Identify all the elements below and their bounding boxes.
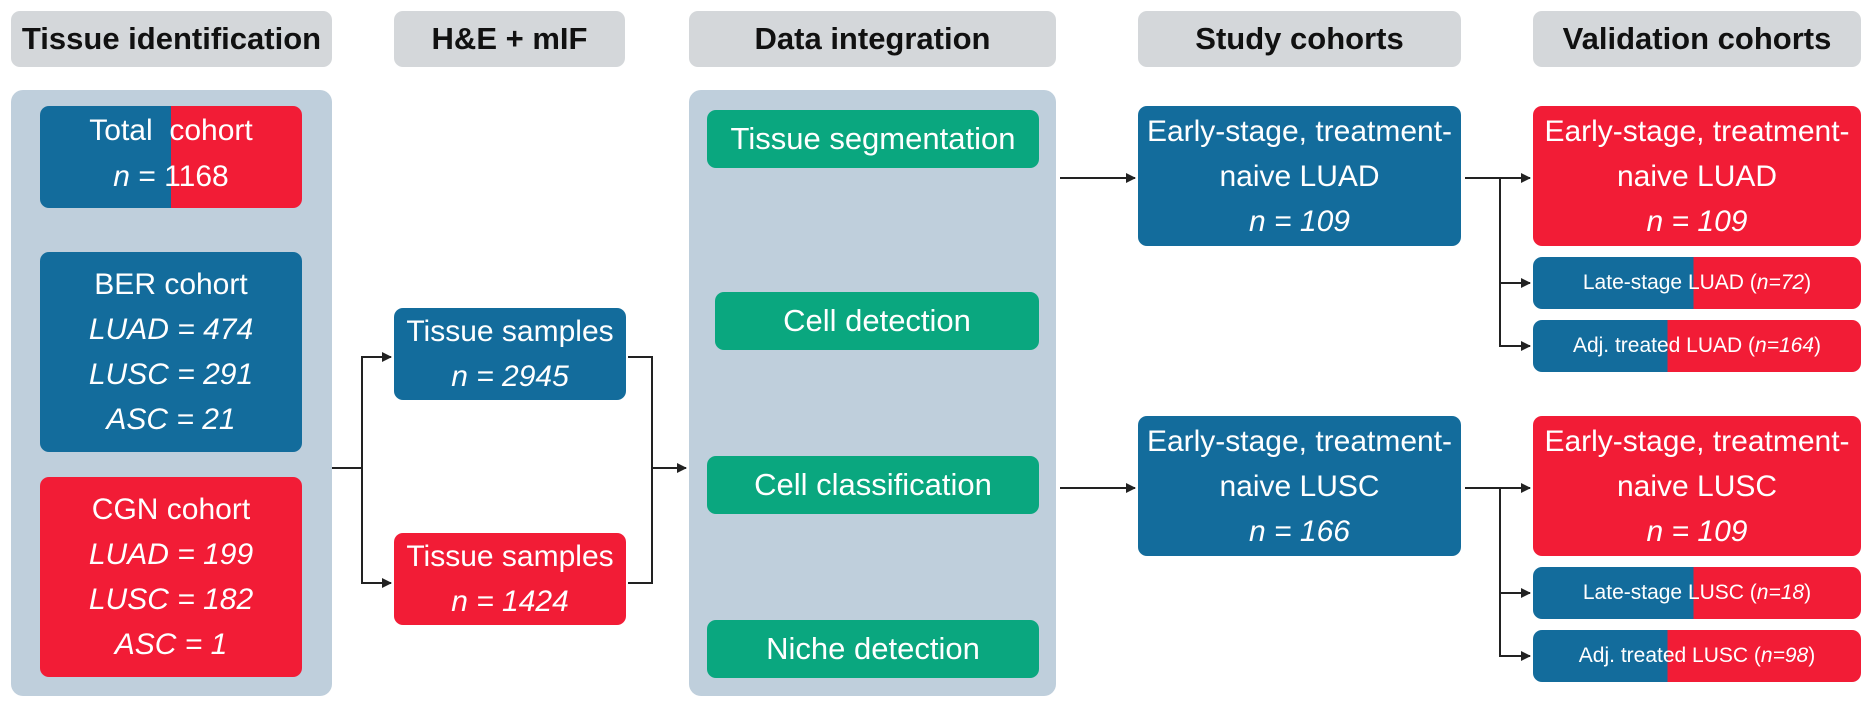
study-luad-box: Early-stage, treatment- naive LUAD n = 1… xyxy=(1138,106,1461,246)
study-lusc-line2: naive LUSC xyxy=(1219,469,1380,503)
header-tissue-identification: Tissue identification xyxy=(11,11,332,67)
total-cohort-word-total: Total xyxy=(89,114,153,147)
validation-adj-luad-close: ) xyxy=(1814,334,1822,357)
tissue-samples-blue-box: Tissue samples n = 2945 xyxy=(394,308,626,400)
validation-adj-lusc-box: Adj. treated LUSC (n=98) xyxy=(1533,630,1861,682)
cgn-cohort-luad: LUAD = 199 xyxy=(88,538,254,571)
validation-late-luad-n: n=72 xyxy=(1756,271,1805,294)
ber-cohort-box: BER cohort LUAD = 474 LUSC = 291 ASC = 2… xyxy=(40,252,302,452)
validation-luad-line1: Early-stage, treatment- xyxy=(1544,114,1850,148)
tissue-samples-blue-n: n = 2945 xyxy=(451,360,569,393)
total-cohort-word-cohort: cohort xyxy=(169,114,253,147)
total-cohort-box: Total cohort n = 1168 xyxy=(40,106,302,208)
cgn-cohort-lusc: LUSC = 182 xyxy=(88,583,254,616)
validation-adj-lusc-close: ) xyxy=(1808,644,1816,667)
study-luad-line1: Early-stage, treatment- xyxy=(1146,114,1453,148)
validation-lusc-n: n = 109 xyxy=(1646,514,1748,548)
ber-cohort-asc: ASC = 21 xyxy=(106,403,236,436)
tissue-samples-red-label: Tissue samples xyxy=(406,540,614,573)
validation-late-luad-close: ) xyxy=(1804,271,1812,294)
validation-late-luad-box: Late-stage LUAD (n=72) xyxy=(1533,257,1861,309)
validation-late-lusc-n: n=18 xyxy=(1756,581,1805,604)
tissue-samples-red-n: n = 1424 xyxy=(451,585,569,618)
step-tissue-segmentation: Tissue segmentation xyxy=(707,110,1039,168)
cgn-cohort-asc: ASC = 1 xyxy=(114,628,228,661)
header-validation-cohorts: Validation cohorts xyxy=(1533,11,1861,67)
total-cohort-n-label: n xyxy=(113,160,130,193)
connector-tissue-to-samples-red xyxy=(361,468,392,588)
step-cell-classification: Cell classification xyxy=(707,456,1039,514)
header-data-integration: Data integration xyxy=(689,11,1056,67)
validation-late-luad-text: Late-stage LUAD ( xyxy=(1582,271,1757,294)
connector-tissue-to-samples xyxy=(332,352,392,469)
validation-lusc-line2: naive LUSC xyxy=(1616,469,1778,503)
validation-luad-n: n = 109 xyxy=(1646,204,1748,238)
validation-adj-luad-text: Adj. treated LUAD ( xyxy=(1572,334,1756,357)
cgn-cohort-box: CGN cohort LUAD = 199 LUSC = 182 ASC = 1 xyxy=(40,477,302,677)
header-study-cohorts: Study cohorts xyxy=(1138,11,1461,67)
validation-luad-box: Early-stage, treatment- naive LUAD n = 1… xyxy=(1533,106,1861,246)
study-lusc-box: Early-stage, treatment- naive LUSC n = 1… xyxy=(1138,416,1461,556)
tissue-samples-red-box: Tissue samples n = 1424 xyxy=(394,533,626,625)
study-lusc-n: n = 166 xyxy=(1249,514,1350,548)
data-integration-panel xyxy=(689,90,1056,696)
header-he-mif: H&E + mIF xyxy=(394,11,625,67)
step-cell-detection: Cell detection xyxy=(715,292,1039,350)
validation-lusc-box: Early-stage, treatment- naive LUSC n = 1… xyxy=(1533,416,1861,556)
connector-samples-to-integration xyxy=(628,356,653,584)
tissue-samples-blue-label: Tissue samples xyxy=(406,315,614,348)
validation-adj-lusc-n: n=98 xyxy=(1760,644,1809,667)
validation-lusc-line1: Early-stage, treatment- xyxy=(1544,424,1850,458)
ber-cohort-title: BER cohort xyxy=(94,268,248,301)
cgn-cohort-title: CGN cohort xyxy=(91,493,251,526)
study-lusc-line1: Early-stage, treatment- xyxy=(1146,424,1453,458)
study-luad-line2: naive LUAD xyxy=(1219,159,1380,193)
ber-cohort-luad: LUAD = 474 xyxy=(88,313,254,346)
validation-adj-luad-n: n=164 xyxy=(1755,334,1815,357)
study-luad-n: n = 109 xyxy=(1249,204,1350,238)
step-niche-detection: Niche detection xyxy=(707,620,1039,678)
validation-adj-lusc-text: Adj. treated LUSC ( xyxy=(1578,644,1761,667)
ber-cohort-lusc: LUSC = 291 xyxy=(88,358,254,391)
validation-late-lusc-close: ) xyxy=(1804,581,1812,604)
validation-late-lusc-text: Late-stage LUSC ( xyxy=(1582,581,1757,604)
total-cohort-n-value: = 1168 xyxy=(129,160,229,193)
validation-luad-line2: naive LUAD xyxy=(1616,159,1778,193)
validation-late-lusc-box: Late-stage LUSC (n=18) xyxy=(1533,567,1861,619)
validation-adj-luad-box: Adj. treated LUAD (n=164) xyxy=(1533,320,1861,372)
